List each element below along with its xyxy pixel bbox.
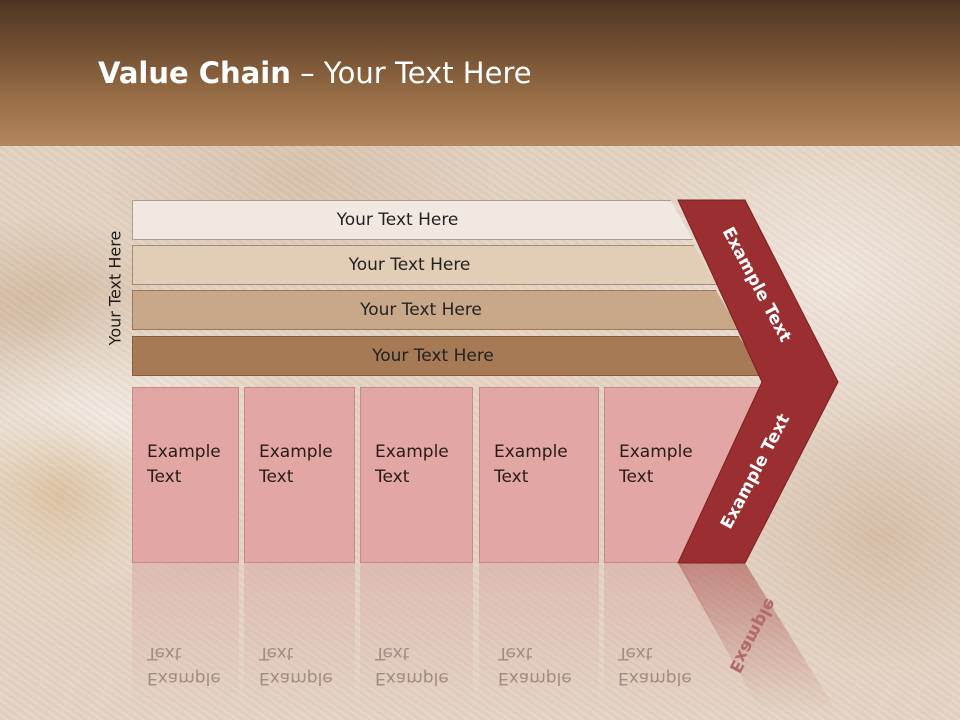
title-rest: – Your Text Here bbox=[290, 56, 532, 90]
value-bar-4-label: Your Text Here bbox=[372, 346, 494, 366]
svg-text:Text: Text bbox=[146, 643, 182, 663]
title-band bbox=[0, 0, 960, 146]
value-bar-1-label: Your Text Here bbox=[336, 210, 459, 230]
activity-box-2-line2: Text bbox=[259, 467, 294, 487]
activity-box-3-line1: Example bbox=[375, 442, 449, 462]
svg-text:Text: Text bbox=[617, 643, 653, 663]
value-bar-4: Your Text Here bbox=[132, 336, 764, 376]
svg-text:Example: Example bbox=[498, 668, 572, 688]
value-bar-2: Your Text Here bbox=[132, 245, 717, 285]
activity-box-2: Example Text bbox=[244, 387, 355, 563]
value-bar-3: Your Text Here bbox=[132, 290, 740, 330]
activity-box-3: Example Text bbox=[360, 387, 473, 563]
svg-text:Example: Example bbox=[375, 668, 449, 688]
svg-text:Text: Text bbox=[374, 643, 410, 663]
activity-box-1-line2: Text bbox=[147, 467, 182, 487]
diagram-reflection: Text Example Text Example Text Example T… bbox=[0, 563, 960, 720]
activity-box-4-line2: Text bbox=[494, 467, 529, 487]
svg-text:Example: Example bbox=[618, 668, 692, 688]
value-bar-1: Your Text Here bbox=[132, 200, 693, 240]
activity-box-4-line1: Example bbox=[494, 442, 568, 462]
title-bold: Value Chain bbox=[98, 56, 291, 90]
activity-box-1: Example Text bbox=[132, 387, 239, 563]
activity-box-1-line1: Example bbox=[147, 442, 221, 462]
activity-box-5-line2: Text bbox=[619, 467, 654, 487]
svg-text:Example: Example bbox=[147, 668, 221, 688]
svg-text:Example: Example bbox=[259, 668, 333, 688]
activity-box-5-line1: Example bbox=[619, 442, 693, 462]
activity-box-2-line1: Example bbox=[259, 442, 333, 462]
side-label: Your Text Here bbox=[105, 230, 125, 346]
activity-box-4: Example Text bbox=[479, 387, 599, 563]
activity-box-3-line2: Text bbox=[375, 467, 410, 487]
value-bar-2-label: Your Text Here bbox=[348, 255, 471, 275]
value-bar-3-label: Your Text Here bbox=[360, 300, 482, 320]
svg-text:Text: Text bbox=[258, 643, 294, 663]
slide-title: Value Chain – Your Text Here bbox=[98, 56, 532, 90]
svg-text:Text: Text bbox=[497, 643, 533, 663]
